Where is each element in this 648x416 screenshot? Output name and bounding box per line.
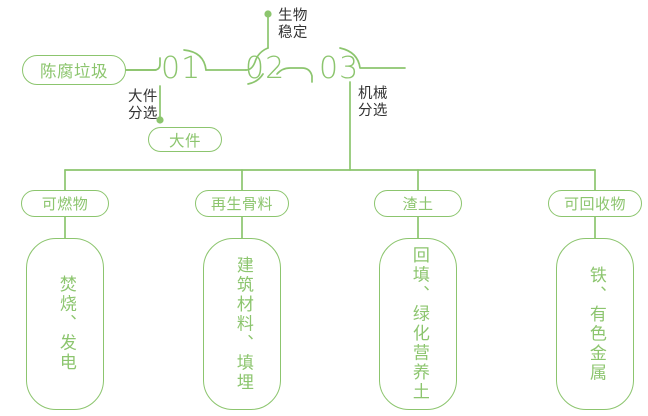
output-destination-box-2[interactable]: 建筑材料、填埋 — [203, 238, 281, 410]
output-category-3-label: 渣土 — [402, 195, 434, 213]
annotation-step-01-line2: 分选 — [128, 106, 158, 123]
output-destination-4-text: 铁、有色金属 — [585, 265, 606, 383]
annotation-step-03-line2: 分选 — [358, 103, 388, 120]
output-category-2[interactable]: 再生骨料 — [195, 190, 289, 217]
source-node-chenfulaji[interactable]: 陈腐垃圾 — [22, 55, 126, 85]
output-destination-box-1[interactable]: 焚烧、发电 — [26, 238, 104, 410]
annotation-step-01-line1: 大件 — [128, 89, 158, 105]
annotation-step-03: 机械 分选 — [358, 86, 388, 120]
step-number-03[interactable]: 03 — [319, 51, 360, 86]
output-category-1-label: 可燃物 — [41, 195, 89, 213]
step-number-02[interactable]: 02 — [245, 51, 286, 86]
annotation-step-02-line2: 稳定 — [278, 25, 308, 42]
output-node-bulky-label: 大件 — [168, 131, 201, 150]
source-node-label: 陈腐垃圾 — [40, 62, 108, 81]
annotation-step-02: 生物 稳定 — [278, 8, 308, 42]
annotation-step-01: 大件 分选 — [128, 89, 158, 123]
output-category-4-label: 可回收物 — [563, 195, 626, 213]
wire-02-riser-dot — [264, 10, 272, 18]
output-destination-box-3[interactable]: 回填、绿化营养土 — [379, 238, 457, 410]
step-number-01[interactable]: 01 — [161, 51, 202, 86]
wire-source-step — [125, 57, 161, 71]
output-category-4[interactable]: 可回收物 — [548, 190, 642, 217]
annotation-step-03-line1: 机械 — [358, 86, 388, 102]
output-category-2-label: 再生骨料 — [210, 195, 273, 213]
output-destination-1-text: 焚烧、发电 — [55, 275, 76, 373]
annotation-step-02-line1: 生物 — [278, 8, 308, 24]
output-category-1[interactable]: 可燃物 — [21, 190, 109, 217]
output-category-3[interactable]: 渣土 — [374, 190, 462, 217]
output-node-bulky[interactable]: 大件 — [148, 127, 222, 152]
output-destination-3-text: 回填、绿化营养土 — [408, 246, 429, 402]
output-destination-box-4[interactable]: 铁、有色金属 — [556, 238, 634, 410]
output-destination-2-text: 建筑材料、填埋 — [232, 255, 253, 393]
